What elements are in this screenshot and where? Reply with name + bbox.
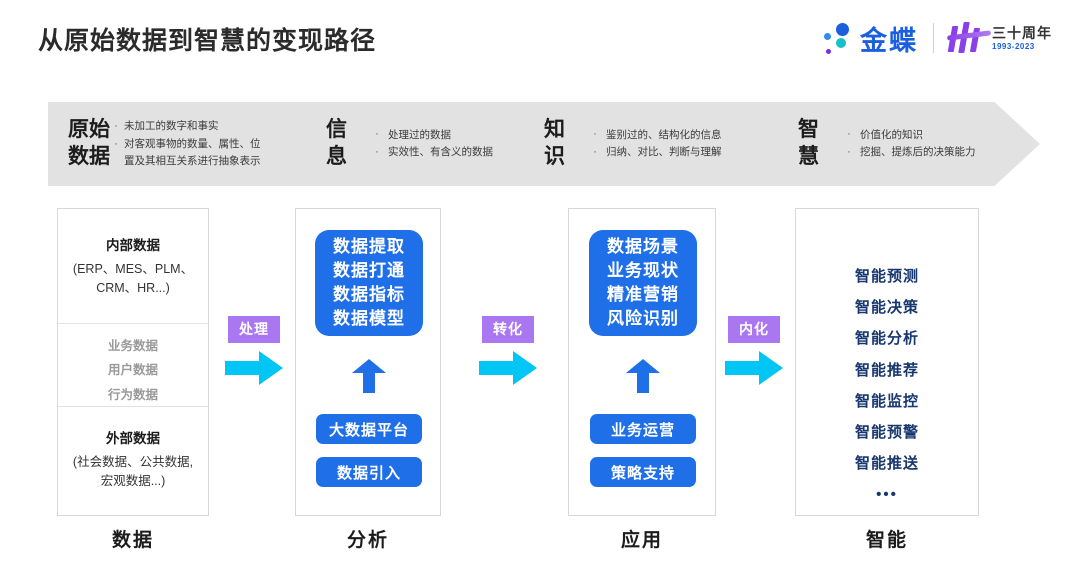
stage-bullet: 处理过的数据 [388, 128, 451, 141]
bullet-dot-icon: · [375, 128, 379, 141]
external-data-title: 外部数据 [106, 431, 160, 446]
brand-logo: 金蝶 三十周年 1993-2023 [822, 18, 1052, 58]
external-data-sub-line2: 宏观数据...) [100, 474, 166, 489]
application-pill: 业务运营 [590, 414, 696, 444]
column-footer-application: 应用 [620, 530, 663, 551]
anniversary-years: 1993-2023 [992, 41, 1035, 51]
analysis-item: 数据模型 [333, 309, 405, 329]
anniversary-title: 三十周年 [992, 25, 1052, 42]
banner-stage-wisdom: 智 慧 · 价值化的知识 · 挖掘、提炼后的决策能力 [798, 102, 1028, 186]
connector-transformation: 转化 [476, 316, 540, 390]
application-pill: 策略支持 [590, 457, 696, 487]
stage-bullet: 挖掘、提炼后的决策能力 [860, 146, 976, 159]
analysis-pill: 大数据平台 [316, 414, 422, 444]
bullet-dot-icon: · [847, 128, 851, 141]
stage-bullet: 归纳、对比、判断与理解 [606, 146, 722, 159]
stage-bullet: 未加工的数字和事实 [124, 120, 219, 133]
connector-label: 转化 [482, 316, 534, 343]
intelligence-item: 智能推送 [854, 455, 919, 473]
stage-name: 信 息 [326, 118, 347, 168]
stage-bullet: 价值化的知识 [860, 128, 923, 141]
connector-processing: 处理 [222, 316, 286, 390]
stage-bullet: 对客观事物的数量、属性、位 [124, 137, 261, 150]
intelligence-item: 智能预警 [854, 423, 919, 441]
internal-data-sub-line2: CRM、HR...) [96, 281, 170, 296]
external-data-sub-line1: (社会数据、公共数据, [72, 455, 194, 469]
anniversary-badge: 三十周年 1993-2023 [946, 21, 1052, 55]
right-arrow-icon [476, 351, 540, 390]
intelligence-item: 智能预测 [854, 268, 919, 285]
bullet-dot-icon: · [593, 146, 597, 158]
analysis-item: 数据指标 [333, 285, 405, 304]
analysis-item: 数据打通 [333, 260, 405, 280]
banner-stage-knowledge: 知 识 · 鉴别过的、结构化的信息 · 归纳、对比、判断与理解 [544, 102, 794, 186]
connector-internalization: 内化 [722, 316, 786, 390]
column-footer-analysis: 分析 [346, 530, 389, 551]
stage-name: 智 慧 [798, 118, 819, 168]
analysis-pill: 数据引入 [316, 457, 422, 487]
right-arrow-icon [222, 351, 286, 390]
kingdee-dots-icon [822, 21, 856, 55]
column-card-intelligence: 智能预测 智能决策 智能分析 智能推荐 智能监控 智能预警 智能推送 ••• [795, 208, 979, 516]
stage-bullet: 置及其相互关系进行抽象表示 [124, 155, 261, 168]
up-arrow-icon [626, 359, 660, 393]
application-item: 精准营销 [607, 285, 679, 304]
stage-name: 原始 数据 [68, 118, 110, 168]
up-arrow-icon [352, 359, 386, 393]
brand-name: 金蝶 [860, 25, 918, 56]
bullet-dot-icon: · [375, 146, 379, 158]
intelligence-item: 智能监控 [854, 392, 919, 410]
column-card-application: 数据场景 业务现状 精准营销 风险识别 业务运营 策略支持 [568, 208, 716, 516]
application-main-node: 数据场景 业务现状 精准营销 风险识别 [589, 230, 697, 336]
application-item: 风险识别 [607, 309, 679, 329]
intelligence-item: 智能推荐 [854, 361, 919, 379]
internal-data-block: 内部数据 (ERP、MES、PLM、 CRM、HR...) [58, 234, 208, 299]
intelligence-item: 智能分析 [854, 330, 919, 348]
right-arrow-icon [722, 351, 786, 390]
brand-divider [933, 23, 934, 53]
analysis-item: 数据提取 [333, 236, 405, 256]
data-type-item: 行为数据 [107, 387, 158, 402]
analysis-main-node: 数据提取 数据打通 数据指标 数据模型 [315, 230, 423, 336]
intelligence-ellipsis: ••• [876, 486, 898, 504]
bullet-dot-icon: · [593, 128, 597, 141]
external-data-block: 外部数据 (社会数据、公共数据, 宏观数据...) [58, 427, 208, 492]
anniversary-mark-icon [946, 21, 992, 55]
bullet-dot-icon: · [114, 119, 118, 132]
banner-stage-raw-data: 原始 数据 · 未加工的数字和事实 · 对客观事物的数量、属性、位 置及其相互关系进… [68, 102, 368, 186]
banner-stage-information: 信 息 · 处理过的数据 · 实效性、有含义的数据 [326, 102, 546, 186]
column-card-analysis: 数据提取 数据打通 数据指标 数据模型 大数据平台 数据引入 [295, 208, 441, 516]
intelligence-item: 智能决策 [854, 299, 919, 317]
connector-label: 处理 [228, 316, 280, 343]
stage-bullet: 鉴别过的、结构化的信息 [606, 128, 722, 141]
application-item: 数据场景 [607, 236, 679, 256]
page-title: 从原始数据到智慧的变现路径 [38, 27, 377, 55]
dikw-arrow-banner: 原始 数据 · 未加工的数字和事实 · 对客观事物的数量、属性、位 置及其相互关系进… [48, 102, 1040, 186]
data-type-item: 用户数据 [107, 363, 158, 378]
internal-data-title: 内部数据 [106, 238, 160, 253]
card-divider [58, 323, 208, 324]
data-types-block: 业务数据 用户数据 行为数据 [58, 334, 208, 407]
column-card-data: 内部数据 (ERP、MES、PLM、 CRM、HR...) 业务数据 用户数据 … [57, 208, 209, 516]
card-divider [58, 406, 208, 407]
bullet-dot-icon: · [114, 137, 118, 150]
stage-bullet: 实效性、有含义的数据 [388, 146, 493, 159]
connector-label: 内化 [728, 316, 780, 343]
intelligence-list: 智能预测 智能决策 智能分析 智能推荐 智能监控 智能预警 智能推送 ••• [796, 261, 978, 511]
data-type-item: 业务数据 [107, 339, 158, 353]
stage-name: 知 识 [544, 118, 565, 168]
internal-data-sub-line1: (ERP、MES、PLM、 [72, 262, 194, 276]
column-footer-data: 数据 [111, 530, 154, 551]
column-footer-intelligence: 智能 [865, 530, 908, 551]
application-item: 业务现状 [607, 260, 679, 280]
bullet-dot-icon: · [847, 146, 851, 158]
